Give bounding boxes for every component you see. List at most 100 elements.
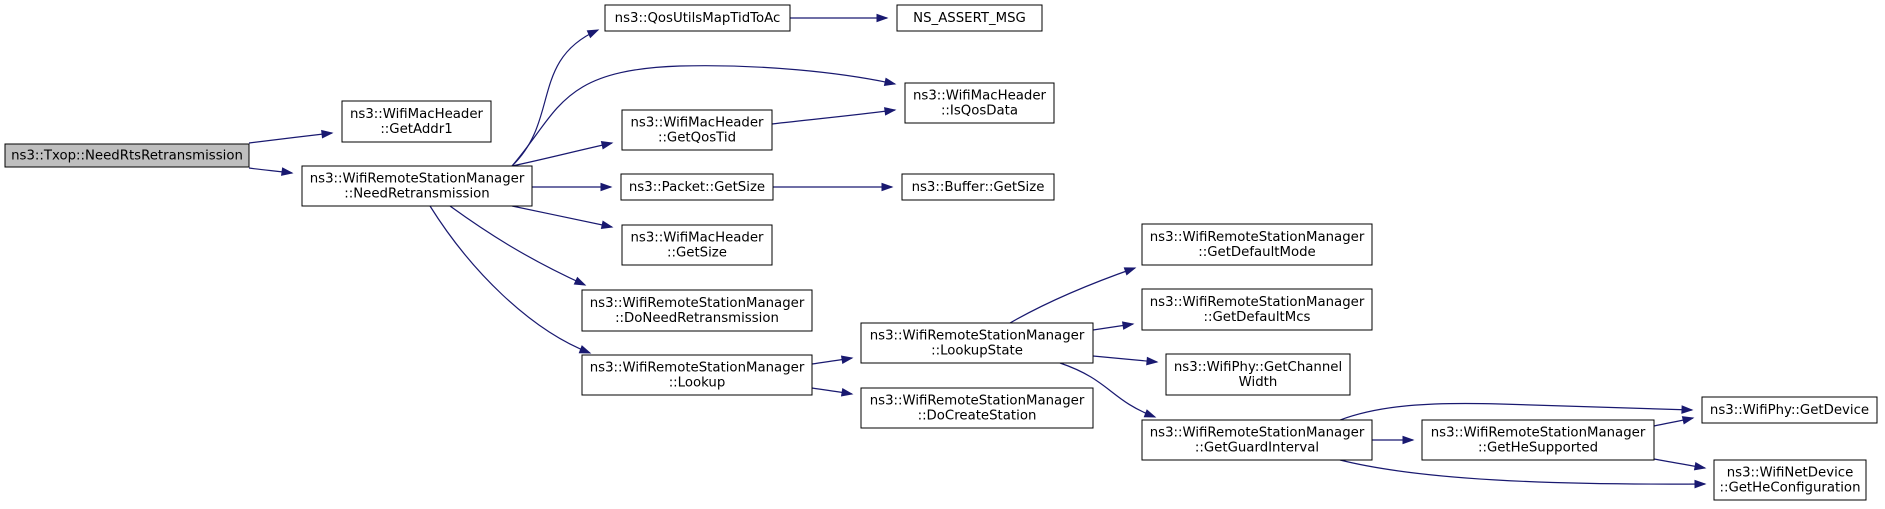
node-box [1141,288,1373,331]
edge-wrsm_lookupstate-to-wrsm_defaultmode [1009,267,1137,324]
node-label-line: ns3::WifiPhy::GetChannel [1174,360,1342,375]
node-wrsm_doneed[interactable]: ns3::WifiRemoteStationManager::DoNeedRet… [581,289,813,332]
node-wmh_getsize[interactable]: ns3::WifiMacHeader::GetSize [621,224,773,266]
edge-wmh_getqostid-to-wmh_isqosdata [771,107,897,125]
edge-arrowhead [881,182,894,192]
node-label-line: ::GetSize [667,246,727,261]
node-label-line: ns3::WifiRemoteStationManager [1150,426,1365,441]
node-label-line: ns3::WifiRemoteStationManager [870,329,1085,344]
edge-line [248,132,333,144]
edge-line [511,142,613,167]
node-label-line: ns3::WifiNetDevice [1727,466,1854,481]
node-label-line: ns3::WifiRemoteStationManager [1150,295,1365,310]
edge-wrsm_guardint-to-wrsm_hesupported [1372,435,1415,445]
edge-wrsm_lookup-to-wrsm_docreate [811,387,854,397]
node-box [896,4,1043,32]
edge-txop_need_rts-to-wmh_getaddr1 [248,129,334,144]
node-box [341,100,492,143]
node-wnd_heconfig[interactable]: ns3::WifiNetDevice::GetHeConfiguration [1713,459,1867,501]
node-label-line: ::NeedRetransmission [344,187,489,202]
edge-wrsm_need_retx-to-wmh_getsize [511,205,614,229]
node-wrsm_defaultmcs[interactable]: ns3::WifiRemoteStationManager::GetDefaul… [1141,288,1373,331]
node-label-line: ns3::WifiRemoteStationManager [1431,426,1646,441]
edge-arrowhead [600,220,614,229]
node-wrsm_lookup[interactable]: ns3::WifiRemoteStationManager::Lookup [581,354,813,396]
edge-arrowhead [1123,267,1137,276]
edge-arrowhead [1681,416,1695,425]
edge-wrsm_lookupstate-to-wrsm_guardint [1059,362,1157,418]
node-label-line: ns3::WifiRemoteStationManager [1150,230,1365,245]
node-wrsm_docreate[interactable]: ns3::WifiRemoteStationManager::DoCreateS… [860,387,1094,429]
node-box [581,289,813,332]
node-label-line: ns3::Packet::GetSize [629,180,765,195]
node-label-line: ns3::WifiMacHeader [350,107,484,122]
node-label-line: ::LookupState [931,344,1023,359]
edge-wrsm_lookupstate-to-wifiphy_chwidth [1092,355,1159,366]
edge-packet_getsize-to-buffer_getsize [772,182,894,192]
node-box [621,224,773,266]
edge-arrowhead [586,29,600,39]
node-box [1165,353,1351,396]
node-box [901,173,1055,201]
node-packet_getsize[interactable]: ns3::Packet::GetSize [620,173,774,201]
node-label-line: ::GetHeConfiguration [1719,481,1860,496]
node-box [1701,396,1878,424]
edge-line [429,205,591,354]
node-label-line: ::GetDefaultMcs [1204,310,1311,325]
node-label-line: ::GetHeSupported [1478,441,1598,456]
node-txop_need_rts[interactable]: ns3::Txop::NeedRtsRetransmission [4,143,250,168]
node-wrsm_lookupstate[interactable]: ns3::WifiRemoteStationManager::LookupSta… [860,322,1094,364]
node-wifiphy_getdevice[interactable]: ns3::WifiPhy::GetDevice [1701,396,1878,424]
node-label-line: Width [1239,375,1278,390]
node-label-line: ::IsQosData [941,104,1018,119]
edge-arrowhead [840,355,854,364]
node-buffer_getsize[interactable]: ns3::Buffer::GetSize [901,173,1055,201]
node-wmh_isqosdata[interactable]: ns3::WifiMacHeader::IsQosData [904,82,1055,124]
edge-wrsm_need_retx-to-wrsm_doneed [449,205,587,286]
node-box [621,109,773,151]
node-box [1141,223,1373,266]
edge-wrsm_hesupported-to-wifiphy_getdevice [1653,416,1695,427]
node-label-line: ns3::WifiMacHeader [913,89,1047,104]
edge-wrsm_need_retx-to-packet_getsize [531,182,613,192]
node-label-line: ns3::QosUtilsMapTidToAc [615,11,781,26]
node-label-line: ::GetDefaultMode [1198,245,1315,260]
node-box [1421,419,1655,461]
edge-wrsm_need_retx-to-wmh_isqosdata [511,65,897,167]
edge-arrowhead [1693,461,1707,471]
node-wmh_getaddr1[interactable]: ns3::WifiMacHeader::GetAddr1 [341,100,492,143]
edge-txop_need_rts-to-wrsm_need_retx [248,167,294,176]
call-graph-nodes: ns3::Txop::NeedRtsRetransmissionns3::Wif… [4,4,1878,501]
edge-arrowhead [1121,321,1135,330]
edge-qos_map_tid-to-ns_assert_msg [790,13,889,23]
node-wrsm_hesupported[interactable]: ns3::WifiRemoteStationManager::GetHeSupp… [1421,419,1655,461]
node-box [1713,459,1867,501]
edge-line [1009,267,1136,324]
edge-arrowhead [1143,409,1157,418]
edge-line [771,109,896,125]
edge-line [1059,362,1156,418]
edge-arrowhead [600,182,613,192]
edge-wrsm_guardint-to-wifiphy_getdevice [1339,402,1694,421]
node-box [4,143,250,168]
node-ns_assert_msg[interactable]: NS_ASSERT_MSG [896,4,1043,32]
edge-wrsm_lookupstate-to-wrsm_defaultmcs [1092,321,1135,331]
node-wrsm_guardint[interactable]: ns3::WifiRemoteStationManager::GetGuardI… [1141,419,1373,461]
node-wrsm_need_retx[interactable]: ns3::WifiRemoteStationManager::NeedRetra… [301,165,533,207]
edge-line [1339,459,1706,485]
edge-arrowhead [578,345,592,354]
edge-arrowhead [573,276,587,286]
node-qos_map_tid[interactable]: ns3::QosUtilsMapTidToAc [604,4,791,32]
edge-arrowhead [281,167,294,176]
edge-wrsm_need_retx-to-qos_map_tid [511,29,600,167]
edge-line [449,205,586,286]
node-wmh_getqostid[interactable]: ns3::WifiMacHeader::GetQosTid [621,109,773,151]
edge-arrowhead [1402,435,1415,445]
edge-arrowhead [321,129,334,139]
node-box [860,387,1094,429]
node-wrsm_defaultmode[interactable]: ns3::WifiRemoteStationManager::GetDefaul… [1141,223,1373,266]
node-label-line: ns3::WifiPhy::GetDevice [1710,403,1869,418]
node-label-line: NS_ASSERT_MSG [913,11,1026,26]
